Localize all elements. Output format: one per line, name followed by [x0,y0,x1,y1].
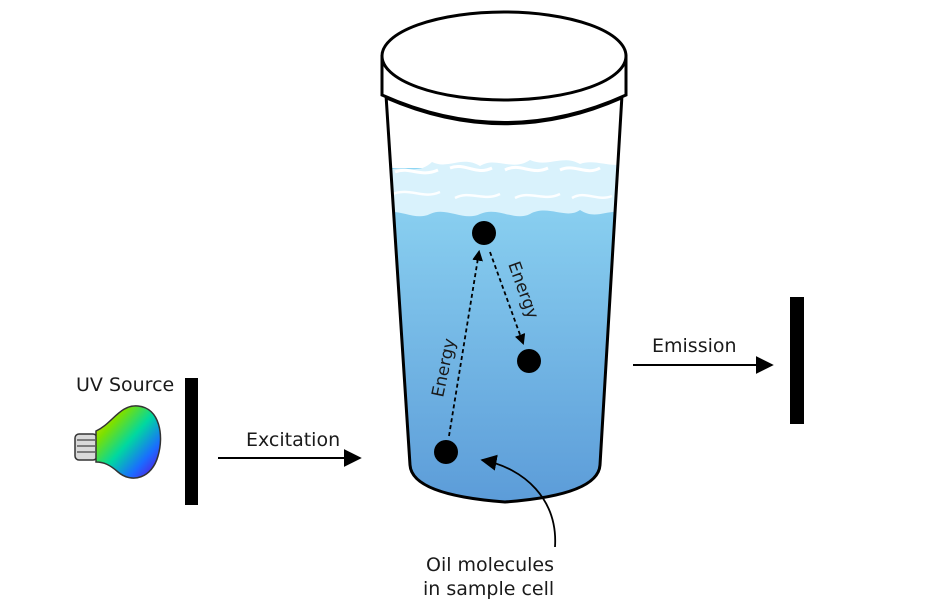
energy-down-arrow [489,251,526,346]
oil-molecule-pointer [480,454,556,548]
oil-molecules-label: Oil molecules [426,554,554,576]
detector-slit-bar [790,297,804,424]
source-slit-bar [185,378,198,505]
uv-source-label: UV Source [76,374,174,396]
molecule-top [472,221,496,245]
sample-cell [380,10,628,504]
sample-cell-label: in sample cell [423,578,554,600]
excitation-label: Excitation [246,429,340,451]
molecule-right [517,349,541,373]
molecule-bottom [434,440,458,464]
energy-up-arrow [448,249,483,437]
emission-label: Emission [652,335,737,357]
rainbow-lightbulb-icon [74,405,162,479]
